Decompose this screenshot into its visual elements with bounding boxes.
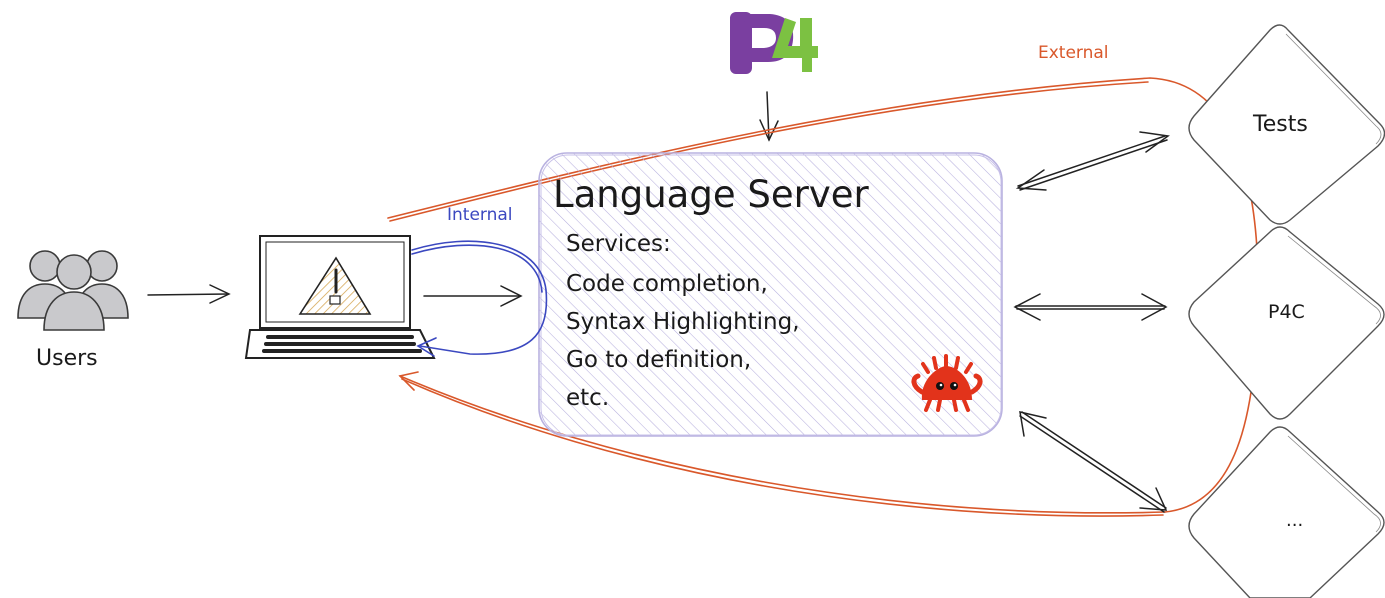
server-p4c-arrow (1013, 293, 1168, 321)
server-more-arrow (1019, 411, 1168, 513)
services-heading: Services: (566, 231, 671, 257)
external-label: External (1038, 43, 1109, 63)
service-item: Go to definition, (566, 347, 751, 373)
logo-text: P4 (775, 69, 778, 71)
laptop-warning-icon (244, 235, 436, 359)
tests-node (1188, 24, 1385, 225)
more-node (1188, 426, 1385, 598)
laptop-to-server-arrow (423, 285, 523, 307)
p4c-node (1188, 226, 1385, 420)
internal-connection (411, 240, 548, 357)
language-server-title: Language Server (553, 173, 869, 216)
tests-node-label: Tests (1252, 112, 1308, 137)
p4-logo: P4 (730, 12, 818, 74)
users-group-icon (17, 250, 129, 331)
language-server-box (538, 152, 1003, 437)
users-to-laptop-arrow (147, 284, 231, 304)
internal-label: Internal (447, 205, 513, 225)
service-item: etc. (566, 385, 609, 411)
server-tests-arrow (1015, 131, 1170, 191)
service-item: Code completion, (566, 271, 768, 297)
service-item: Syntax Highlighting, (566, 309, 800, 335)
logo-to-server-arrow (759, 91, 779, 142)
p4c-node-label: P4C (1268, 301, 1305, 323)
more-node-label: ... (1286, 510, 1303, 531)
users-label: Users (36, 346, 98, 371)
rust-crab-icon (911, 354, 983, 412)
